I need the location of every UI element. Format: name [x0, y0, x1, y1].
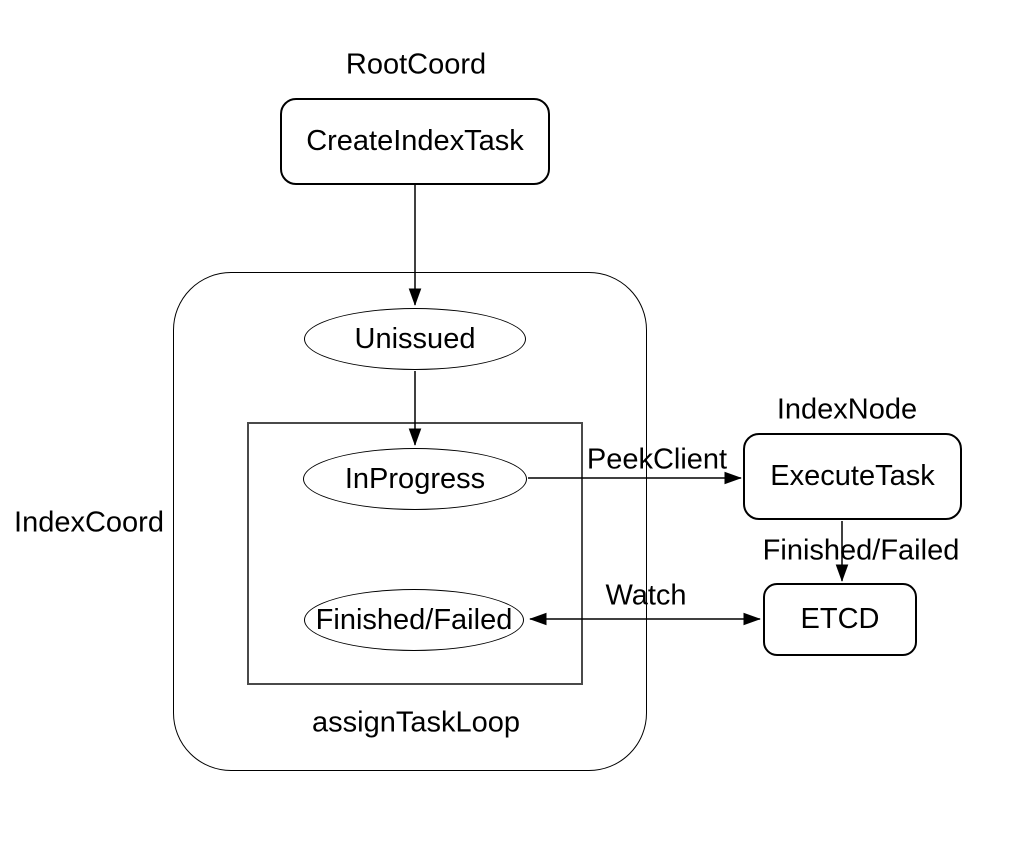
node-in-progress-label: InProgress: [344, 462, 486, 495]
node-execute-task: ExecuteTask: [743, 433, 962, 520]
node-execute-task-label: ExecuteTask: [770, 460, 935, 492]
node-create-index-task: CreateIndexTask: [280, 98, 550, 185]
node-etcd: ETCD: [763, 583, 917, 656]
container-label-assigntaskloop: assignTaskLoop: [312, 706, 520, 739]
edge-label-peekclient: PeekClient: [586, 443, 728, 476]
node-etcd-label: ETCD: [800, 603, 880, 635]
node-unissued: Unissued: [304, 308, 526, 370]
group-label-rootcoord: RootCoord: [345, 48, 487, 81]
node-in-progress: InProgress: [303, 448, 527, 510]
group-label-indexnode: IndexNode: [776, 393, 918, 426]
node-create-index-task-label: CreateIndexTask: [306, 125, 524, 157]
node-finished-failed-label: Finished/Failed: [315, 603, 513, 636]
node-unissued-label: Unissued: [354, 322, 476, 355]
edge-label-watch: Watch: [605, 579, 687, 612]
container-indexcoord: [173, 272, 647, 771]
group-label-indexcoord: IndexCoord: [14, 506, 164, 539]
edge-label-finished-failed: Finished/Failed: [762, 534, 960, 567]
node-finished-failed: Finished/Failed: [304, 589, 524, 651]
